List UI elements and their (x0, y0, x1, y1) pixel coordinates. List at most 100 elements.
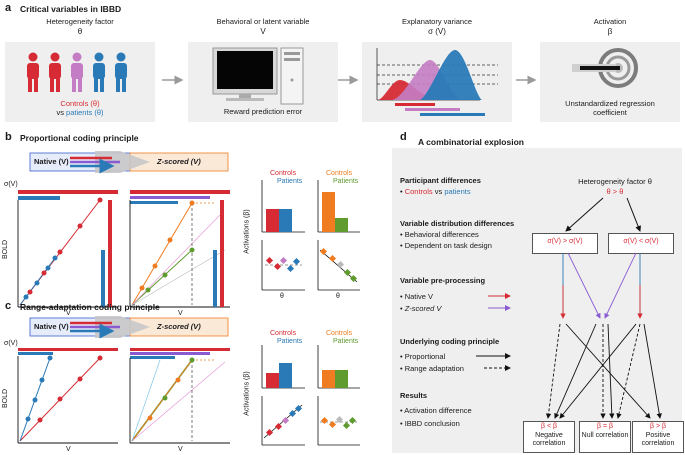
coding-item: • Proportional (400, 352, 446, 361)
person-icon (115, 52, 127, 92)
outcome-positive-box (632, 421, 684, 453)
coding-item-text: Range adaptation (404, 364, 464, 373)
activation-scatter-zscored-c (317, 396, 360, 446)
activation-bars-zscored (317, 180, 360, 233)
panel-d-title: A combinatorial explosion (418, 137, 524, 147)
panel-c-letter: c (5, 300, 12, 312)
zscored-plot-c (129, 348, 230, 444)
zscored-label-c: Z-scored (V) (157, 322, 201, 331)
computer-icon (212, 47, 304, 105)
step-heterogeneity-label: Heterogeneity factor (46, 17, 114, 26)
results-item: • Activation difference (400, 406, 472, 415)
heterogeneity-factor-label: Heterogeneity factor θ (578, 177, 652, 186)
participant-vs: vs (434, 187, 443, 196)
outcome-negative-beta: β < β (540, 423, 558, 430)
panel-b-title: Proportional coding principle (20, 133, 139, 143)
v-axis-label-2: V (178, 310, 183, 317)
bars-controls-label-c: Controls (270, 330, 297, 337)
step-variable-label: Behavioral or latent variable (216, 17, 310, 26)
step-activation-label: Activation (593, 17, 627, 26)
zscored-label: Z-scored (V) (157, 157, 201, 166)
outcome-positive-beta: β > β (649, 423, 667, 430)
activation-bars-zscored-c (317, 345, 360, 389)
legend-patients: patients (θ) (66, 108, 104, 117)
panel-a-letter: a (5, 2, 12, 14)
sigma-right-label: σ(V) < σ(V) (623, 238, 659, 245)
coding-item: • Range adaptation (400, 364, 464, 373)
panel-d-letter: d (400, 131, 407, 143)
results-item: • IBBD conclusion (400, 419, 460, 428)
step-heterogeneity-symbol: θ (77, 27, 83, 36)
sigma-label-c: σ(V) (4, 340, 18, 347)
bars-patients-label-c2: Patients (333, 338, 359, 345)
panel-c-title: Range-adaptation coding principle (20, 302, 160, 312)
step-variable-caption: Reward prediction error (223, 107, 303, 116)
preprocessing-item: • Native V (400, 292, 434, 301)
native-label: Native (V) (34, 157, 69, 166)
bars-controls-label-c2: Controls (326, 330, 353, 337)
v-axis-label-c2: V (178, 446, 183, 453)
bars-patients-label: Patients (277, 178, 303, 185)
outcome-negative-box (523, 421, 575, 453)
person-icon (27, 52, 39, 92)
bars-controls-label: Controls (270, 170, 297, 177)
activation-bars-native-c (261, 345, 305, 389)
step-variable-symbol: V (260, 27, 266, 36)
person-icon (71, 52, 83, 92)
theta-condition: θ > θ (606, 187, 624, 196)
legend-patients-line: vs patients (θ) (5, 108, 155, 117)
step-variance-label: Explanatory variance (401, 17, 473, 26)
coding-item-text: Proportional (404, 352, 446, 361)
participant-item: • Controls vs patients (400, 187, 471, 196)
distribution-item: • Dependent on task design (400, 241, 492, 250)
results-item-text: Activation difference (404, 406, 472, 415)
activation-scatter-native (261, 240, 305, 291)
sigma-right-box (608, 233, 674, 254)
distribution-icon (376, 48, 498, 116)
bars-patients-label-2: Patients (333, 178, 359, 185)
activation-scatter-zscored (317, 240, 360, 291)
coding-header: Underlying coding principle (400, 337, 500, 346)
panel-a-title: Critical variables in IBBD (20, 4, 122, 14)
preprocessing-header: Variable pre-processing (400, 276, 486, 285)
step-variance-symbol: σ (V) (428, 27, 446, 36)
panel-d-box (392, 148, 682, 453)
person-icon (49, 52, 61, 92)
outcome-positive-label: Positive correlation (641, 432, 675, 447)
bars-patients-label-c: Patients (277, 338, 303, 345)
sigma-left-label: σ(V) > σ(V) (547, 238, 583, 245)
outcome-negative-label: Negative correlation (532, 432, 566, 447)
distribution-item-text: Dependent on task design (404, 241, 492, 250)
native-plot (17, 190, 118, 308)
participant-patients: patients (444, 187, 471, 196)
participant-header: Participant differences (400, 176, 481, 185)
v-axis-label-c: V (66, 446, 71, 453)
participant-controls: Controls (404, 187, 433, 196)
results-header: Results (400, 391, 428, 400)
preprocessing-item-text: Native V (404, 292, 434, 301)
distribution-header: Variable distribution differences (400, 219, 515, 228)
preprocessing-item-text: Z-scored V (404, 304, 442, 313)
distribution-item-text: Behavioral differences (404, 230, 479, 239)
target-icon (572, 48, 638, 88)
outcome-null-label: Null correlation (581, 432, 629, 439)
distribution-item: • Behavioral differences (400, 230, 479, 239)
sigma-label: σ(V) (4, 181, 18, 188)
legend-controls: Controls (θ) (60, 99, 100, 108)
activation-bars-native (261, 180, 305, 233)
native-label-c: Native (V) (34, 322, 69, 331)
step-activation-symbol: β (607, 27, 613, 36)
v-axis-label: V (66, 310, 71, 317)
step-activation-caption: Unstandardized regression coefficient (565, 99, 655, 117)
zscored-plot (129, 190, 230, 308)
outcome-null-box (579, 421, 631, 453)
panel-b-letter: b (5, 131, 12, 143)
sigma-left-box (532, 233, 598, 254)
outcome-null-beta: β = β (596, 423, 614, 430)
theta-axis-label-2: θ (336, 293, 340, 300)
bars-controls-label-2: Controls (326, 170, 353, 177)
